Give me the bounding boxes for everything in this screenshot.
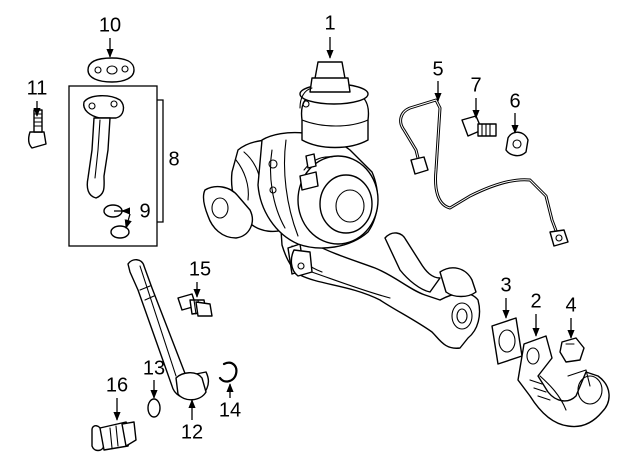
flange-gasket bbox=[87, 57, 135, 83]
callout-11: 11 bbox=[27, 77, 48, 99]
callout-14: 14 bbox=[219, 399, 241, 421]
gasket bbox=[491, 317, 523, 365]
banjo-bolt bbox=[461, 115, 497, 137]
callout-4: 4 bbox=[565, 294, 576, 316]
leader-9c bbox=[124, 213, 132, 229]
callout-5: 5 bbox=[432, 58, 443, 80]
callout-9: 9 bbox=[139, 200, 150, 222]
oil-return-tube bbox=[127, 259, 210, 401]
clip bbox=[505, 131, 529, 157]
o-ring bbox=[147, 398, 161, 418]
callout-15: 15 bbox=[189, 258, 211, 280]
callout-labels: 1 2 3 4 5 6 7 8 9 10 11 12 13 14 15 16 bbox=[27, 12, 577, 443]
callout-2: 2 bbox=[530, 290, 541, 312]
oil-line-kit bbox=[68, 85, 164, 247]
leader-arrows bbox=[33, 37, 575, 421]
turbocharger bbox=[202, 61, 379, 277]
callout-7: 7 bbox=[470, 74, 481, 96]
callout-10: 10 bbox=[99, 14, 121, 36]
nut bbox=[559, 337, 585, 363]
callout-8: 8 bbox=[168, 148, 179, 170]
callout-3: 3 bbox=[500, 274, 511, 296]
hollow-bolt bbox=[91, 421, 137, 452]
snap-ring bbox=[218, 361, 238, 383]
callout-12: 12 bbox=[181, 421, 203, 443]
callout-6: 6 bbox=[509, 90, 520, 112]
outlet-pipe bbox=[517, 335, 610, 428]
bolt-center bbox=[177, 293, 213, 317]
callout-16: 16 bbox=[106, 374, 128, 396]
callout-13: 13 bbox=[143, 357, 165, 379]
pressure-pipe bbox=[399, 98, 569, 247]
callout-1: 1 bbox=[324, 12, 335, 34]
